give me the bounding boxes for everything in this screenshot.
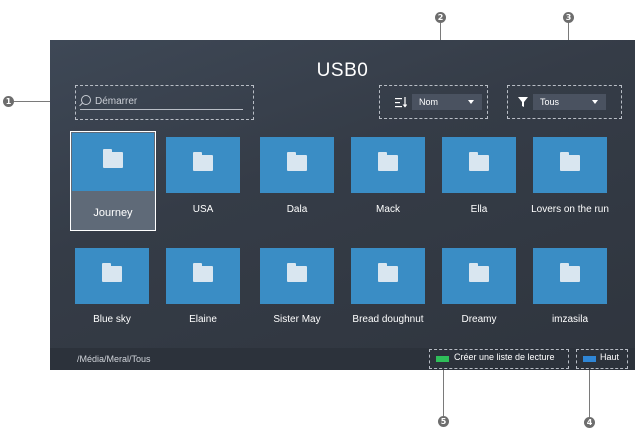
callout-5-leader — [443, 362, 444, 416]
folder-label: Ella — [470, 204, 488, 215]
bottom-bar: /Média/Meral/Tous Créer une liste de lec… — [50, 348, 635, 370]
folder-icon — [287, 152, 307, 171]
filter-icon — [518, 97, 528, 107]
callout-3: 3 — [563, 12, 574, 23]
folder-label: Lovers on the run — [531, 204, 609, 215]
green-key-icon — [436, 356, 449, 362]
sort-select[interactable]: Nom — [412, 94, 482, 110]
folder-item[interactable] — [351, 137, 425, 193]
search-underline — [80, 109, 243, 110]
folder-label: Bread doughnut — [352, 314, 424, 325]
folder-label: Sister May — [273, 314, 321, 325]
search-icon — [81, 95, 91, 105]
search-input[interactable] — [95, 94, 240, 108]
folder-label: Blue sky — [93, 314, 131, 325]
callout-5: 5 — [438, 416, 449, 427]
folder-label: Journey — [93, 207, 133, 219]
filter-control-outline — [507, 85, 622, 119]
chevron-down-icon — [592, 100, 598, 104]
folder-icon — [102, 263, 122, 282]
folder-item[interactable] — [166, 248, 240, 304]
folder-icon — [287, 263, 307, 282]
folder-icon — [469, 152, 489, 171]
folder-label: Mack — [376, 204, 400, 215]
folder-label: Elaine — [189, 314, 217, 325]
callout-1-leader — [14, 101, 75, 102]
folder-item-selected[interactable]: Journey — [70, 131, 156, 231]
chevron-down-icon — [468, 100, 474, 104]
top-button[interactable]: Haut — [600, 352, 620, 362]
filter-select-value: Tous — [540, 97, 560, 107]
folder-label: Dreamy — [461, 314, 497, 325]
page-title: USB0 — [316, 60, 369, 81]
blue-key-icon — [583, 356, 596, 362]
media-browser-screen: USB0 Nom Tous Journey USA Dala Mack Ella… — [50, 40, 635, 370]
sort-control-outline — [379, 85, 488, 119]
folder-item[interactable] — [442, 248, 516, 304]
folder-item[interactable] — [442, 137, 516, 193]
folder-icon — [378, 152, 398, 171]
search-box-outline — [75, 85, 254, 120]
folder-icon — [193, 152, 213, 171]
breadcrumb: /Média/Meral/Tous — [77, 354, 151, 364]
folder-item[interactable] — [75, 248, 149, 304]
folder-item[interactable] — [533, 248, 607, 304]
folder-icon — [560, 152, 580, 171]
callout-4: 4 — [584, 417, 595, 428]
callout-2: 2 — [435, 12, 446, 23]
folder-label: Dala — [286, 204, 308, 215]
folder-label: imzasila — [551, 314, 589, 325]
folder-icon — [193, 263, 213, 282]
sort-icon — [395, 97, 407, 108]
callout-1: 1 — [3, 96, 14, 107]
create-playlist-button[interactable]: Créer une liste de lecture — [454, 352, 555, 362]
folder-item[interactable] — [166, 137, 240, 193]
folder-item[interactable] — [533, 137, 607, 193]
folder-icon — [469, 263, 489, 282]
callout-4-leader — [589, 362, 590, 417]
filter-select[interactable]: Tous — [533, 94, 606, 110]
folder-label: USA — [192, 204, 214, 215]
top-button-outline — [576, 349, 628, 369]
folder-item[interactable] — [260, 248, 334, 304]
folder-icon — [378, 263, 398, 282]
sort-select-value: Nom — [419, 97, 439, 107]
folder-item[interactable] — [260, 137, 334, 193]
create-playlist-outline — [429, 349, 569, 369]
folder-icon — [103, 149, 123, 168]
folder-icon — [560, 263, 580, 282]
folder-item[interactable] — [351, 248, 425, 304]
